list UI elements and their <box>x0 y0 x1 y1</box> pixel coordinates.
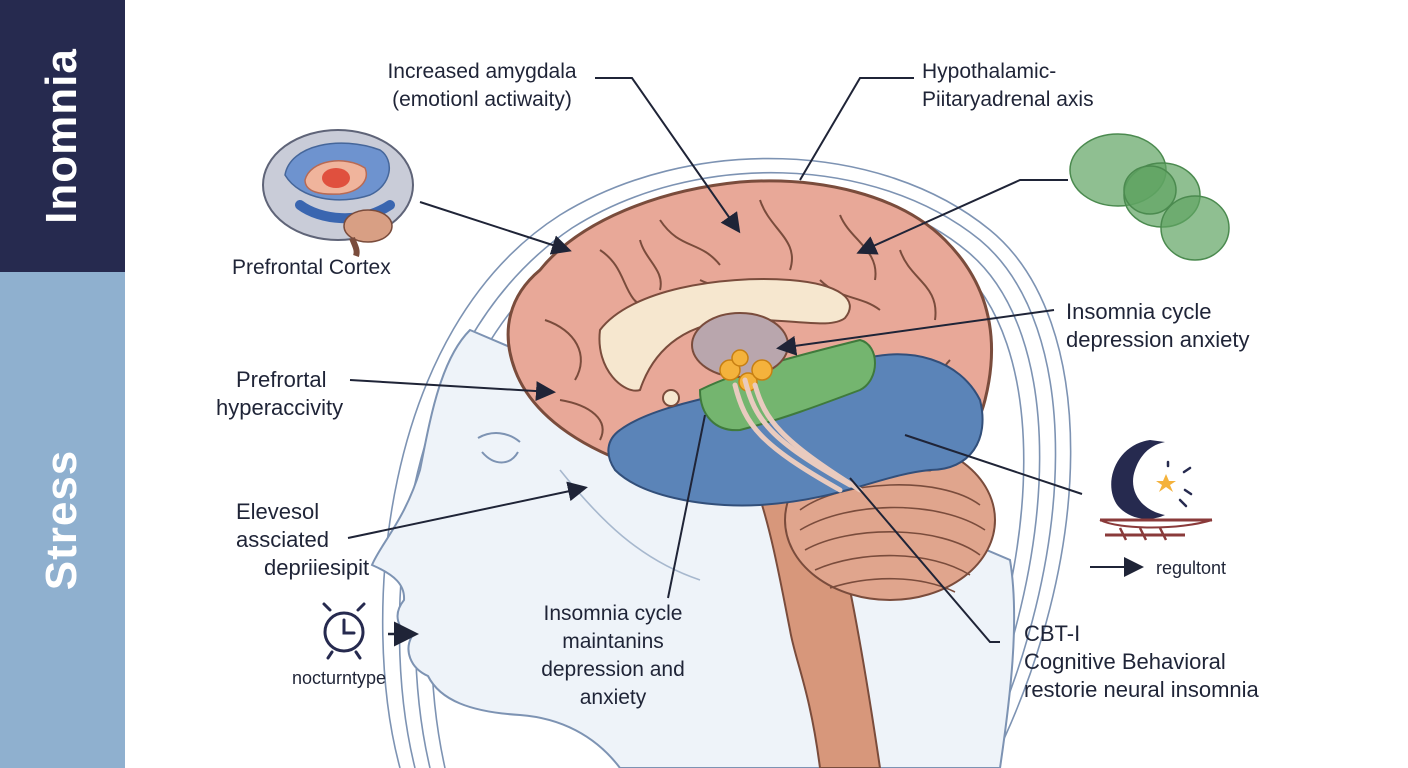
leader-cbt <box>849 477 1000 643</box>
leader-cycle-bottom <box>667 414 706 599</box>
pituitary-node <box>662 389 680 407</box>
label-cycle-right-line-2: depression anxiety <box>1066 327 1250 352</box>
alarm-clock-icon <box>322 602 366 660</box>
sidebar-band-stress: Stress <box>0 272 125 768</box>
label-hpa-line-2: Piitaryadrenal axis <box>922 88 1094 111</box>
label-cycle-bottom: Insomnia cycle maintanins depression and… <box>528 600 698 712</box>
sidebar-band-insomnia: Inomnia <box>0 0 125 272</box>
eye-mark <box>477 432 521 464</box>
label-regultont: regultont <box>1156 558 1227 578</box>
label-hpa-axis: Hypothalamic- Piitaryadrenal axis <box>922 58 1094 114</box>
leader-elevesol <box>347 481 588 539</box>
brain-thumbnail-icon <box>262 129 414 257</box>
label-nocturntype: nocturntype <box>292 668 387 688</box>
leader-cycle-right <box>776 309 1055 356</box>
label-cycle-bottom-line-4: anxiety <box>579 686 647 709</box>
arrow-right-icon <box>388 557 1144 647</box>
label-hpa-line-1: Hypothalamic- <box>922 60 1057 83</box>
leader-hpa <box>799 77 914 181</box>
label-amygdala-line-2: (emotionl actiwaity) <box>392 88 572 111</box>
label-cbt-i: CBT-I Cognitive Behavioral restorie neur… <box>1024 620 1259 704</box>
label-elevesol-line-2: assciated <box>236 527 329 552</box>
label-prefrontal-cortex: Prefrontal Cortex <box>232 256 391 279</box>
label-cycle-bottom-line-3: depression and <box>541 658 685 681</box>
label-cycle-right-line-1: Insomnia cycle <box>1066 299 1212 324</box>
label-cbt-line-2: Cognitive Behavioral <box>1024 649 1226 674</box>
label-amygdala-line-1: Increased amygdala <box>387 60 577 83</box>
leader-lines <box>347 77 1083 643</box>
leader-amygdala <box>595 77 741 234</box>
hpa-gland-icon <box>1069 133 1230 261</box>
label-cbt-line-1: CBT-I <box>1024 621 1081 646</box>
leader-prefrontal-hyper <box>349 379 556 402</box>
activation-hotspots <box>719 349 773 392</box>
leader-moon <box>904 434 1083 495</box>
label-cycle-right: Insomnia cycle depression anxiety <box>1066 298 1249 354</box>
label-amygdala: Increased amygdala (emotionl actiwaity) <box>352 58 612 114</box>
leader-gland <box>856 179 1068 255</box>
label-elevesol: Elevesol assciated depriiesipit <box>236 498 369 582</box>
label-prefrontal-hyper-line-1: Prefrortal <box>236 367 327 392</box>
moon-sleep-icon <box>1099 440 1213 541</box>
corpus-callosum <box>598 278 851 392</box>
label-cycle-bottom-line-1: Insomnia cycle <box>543 602 683 625</box>
label-cycle-bottom-line-2: maintanins <box>562 630 664 653</box>
neural-pathway <box>732 377 863 493</box>
label-elevesol-line-3: depriiesipit <box>264 555 370 580</box>
label-prefrontal-hyper-line-2: hyperaccivity <box>216 395 344 420</box>
leader-prefrontal-cortex <box>419 201 572 255</box>
label-cbt-line-3: restorie neural insomnia <box>1024 677 1259 702</box>
label-elevesol-line-1: Elevesol <box>236 499 320 524</box>
label-prefrontal-hyper: Prefrortal hyperaccivity <box>216 366 343 422</box>
